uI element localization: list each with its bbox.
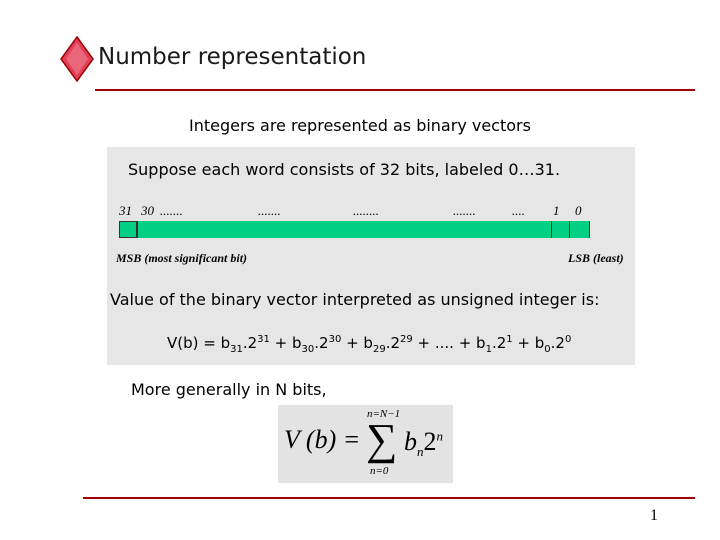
bit-label-31: 31 <box>119 203 132 218</box>
bit-label-dots: ....... <box>258 203 281 218</box>
bit-cell-30 <box>137 221 138 238</box>
bit-cell-0 <box>569 221 590 238</box>
bit-label-1: 1 <box>553 203 560 218</box>
bit-vector-bar <box>119 221 590 238</box>
sum-term: bn2n <box>404 427 443 460</box>
sum-upper-limit: n=N−1 <box>367 408 401 420</box>
general-text: More generally in N bits, <box>131 380 327 399</box>
page-number: 1 <box>650 507 658 524</box>
sum-lhs: V (b) = <box>284 425 361 454</box>
slide-title: Number representation <box>98 44 367 70</box>
lsb-label: LSB (least) <box>568 251 624 265</box>
msb-label: MSB (most significant bit) <box>116 251 248 265</box>
sum-lower-limit: n=0 <box>370 465 389 477</box>
bit-label-dots: ....... <box>453 203 476 218</box>
summation-formula: V (b) = n=N−1 ∑ n=0 bn2n <box>278 405 453 483</box>
footer-rule <box>83 497 695 499</box>
bit-label-0: 0 <box>575 203 582 218</box>
value-description: Value of the binary vector interpreted a… <box>110 290 600 309</box>
value-formula: V(b) = b31.231 + b30.230 + b29.229 + ...… <box>167 334 572 355</box>
content-panel <box>107 147 635 365</box>
bit-label-30: 30 <box>141 203 154 218</box>
suppose-text: Suppose each word consists of 32 bits, l… <box>128 160 561 179</box>
diamond-bullet-icon <box>60 36 94 82</box>
bit-label-dots: ....... <box>160 203 183 218</box>
bit-label-dots: .... <box>512 203 525 218</box>
title-underline <box>95 89 695 91</box>
slide-subtitle: Integers are represented as binary vecto… <box>189 116 531 135</box>
bit-label-dots: ........ <box>353 203 379 218</box>
bit-cell-31 <box>119 221 137 238</box>
bit-cell-1 <box>551 221 552 238</box>
sigma-symbol: ∑ <box>366 415 398 464</box>
